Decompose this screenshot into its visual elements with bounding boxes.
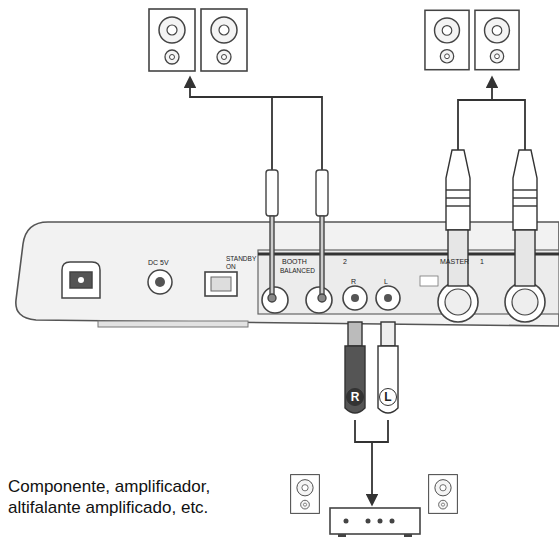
speaker <box>475 10 519 69</box>
speaker <box>291 475 320 514</box>
panel-label: MASTER <box>440 258 469 265</box>
panel-label: ON <box>226 264 236 271</box>
dc-jack <box>148 270 172 294</box>
xlr-plug <box>446 150 537 286</box>
speaker <box>201 9 247 71</box>
xlr-jack <box>438 282 545 322</box>
rca-cable <box>355 420 388 504</box>
rca-jack <box>343 286 400 310</box>
panel-label: DC 5V <box>148 259 169 266</box>
channel-number: 1 <box>480 258 484 265</box>
lock-slot <box>62 262 100 298</box>
headphone-icon <box>420 276 438 286</box>
trs-plug <box>266 170 328 302</box>
power-switch <box>211 277 231 291</box>
channel-letter: R <box>351 278 356 285</box>
booth-cable <box>190 78 322 170</box>
channel-number: 2 <box>343 258 347 265</box>
panel-label: BOOTH <box>282 258 307 265</box>
channel-letter: L <box>384 278 388 285</box>
plug-marker: R <box>346 388 364 406</box>
power-switch <box>205 272 237 296</box>
speaker <box>429 475 458 514</box>
panel-label: BALANCED <box>280 268 315 275</box>
amplifier <box>330 508 420 537</box>
caption-text: Componente, amplificador, altifalante am… <box>8 476 280 519</box>
speaker <box>149 9 195 71</box>
speaker <box>425 10 469 69</box>
panel-label: STANDBY <box>226 256 256 263</box>
xlr-cable <box>458 78 525 150</box>
plug-marker: L <box>379 388 397 406</box>
rca-plug <box>345 322 398 413</box>
rear-panel <box>16 222 559 327</box>
